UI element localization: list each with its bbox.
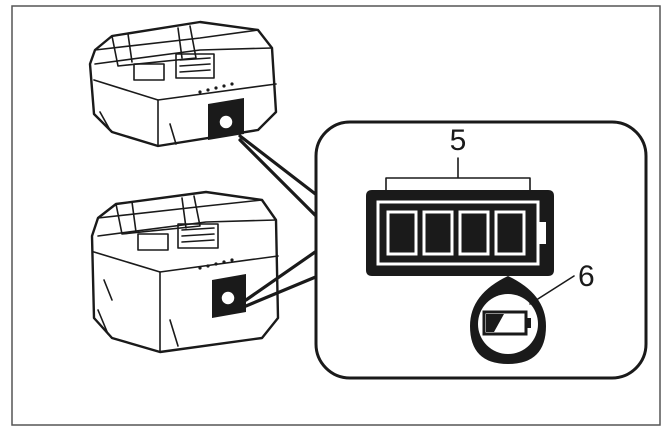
callout-label-5: 5 [450,124,467,157]
figure-frame [11,5,661,426]
fuel-gauge-bracket [385,157,531,191]
battery-pack-small [88,20,278,148]
level-cell-3 [458,210,490,256]
level-cell-2 [422,210,454,256]
leader-line-lower [244,248,320,308]
callout-label-6: 6 [578,260,595,293]
battery-level-indicator-icon [366,190,554,364]
level-cell-1 [386,210,418,256]
leader-line-upper [238,134,320,220]
battery-pack-large [90,190,280,354]
indicator-leader-line [529,275,575,305]
low-battery-icon [482,310,531,336]
level-cell-4 [494,210,526,256]
